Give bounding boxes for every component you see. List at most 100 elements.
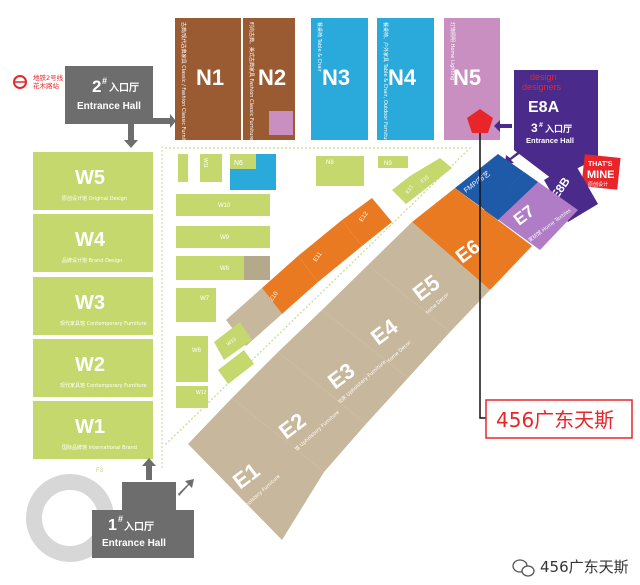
entrance-hall-1-cn: 入口厅 [124,521,154,533]
hall-W13[interactable]: W13 [214,322,254,384]
hall-E6-box [412,188,532,290]
hall-W13b-box [218,350,254,384]
hall-W2[interactable]: W2 现代家具馆 Contemporary Furniture [33,339,153,397]
hall-N6[interactable]: N6 [230,154,276,190]
entrance-hall-3-code: E8A [528,99,560,116]
hall-W4[interactable]: W4 品牌设计馆 Brand Design [33,214,153,272]
hall-E12[interactable]: E12 [342,198,392,246]
entrance-hall-3-number: 3 [531,121,538,135]
hall-W3-code: W3 [75,292,105,314]
location-callout[interactable]: 456广东天斯 [467,109,633,439]
hall-E15[interactable]: E15 [410,158,452,190]
hall-E7[interactable]: E7 家纺馆 Home Textiles [484,172,578,250]
hall-E7-stripe [484,172,538,220]
metro-marker: 地铁2号线 花木路站 [13,73,64,90]
hall-E11-code: E11 [313,251,324,263]
hall-N4[interactable]: N4 餐桌椅、户外家具 Table & Chair, Outdoor Furni… [377,18,434,144]
hall-N3[interactable]: N3 餐桌椅 Table & Chair [311,18,368,140]
hall-W6[interactable]: W6 [176,336,208,382]
hall-N9-box [378,156,408,168]
hall-E3-box [278,310,408,424]
hall-E10-code: E10 [269,290,280,303]
hall-N4-code: N4 [388,65,417,90]
watermark: 456广东天斯 [512,558,629,577]
callout-box [485,399,633,439]
hall-N1[interactable]: N1 古典/现代古典家具 Classic / Fashion Classic F… [175,18,241,149]
hall-W4-code: W4 [75,229,106,251]
hall-W4-desc: 品牌设计馆 Brand Design [62,257,122,264]
hall-E4[interactable]: E4 家居饰品 Home Decor [322,265,450,379]
hall-W13-box [214,322,252,360]
location-marker-icon [467,109,493,133]
metro-station-label: 花木路站 [33,81,60,90]
hall-FMP-box [455,154,524,210]
hall-W9-box [176,226,270,248]
entrance-hall-2-en: Entrance Hall [77,101,141,112]
hall-W11-box [200,154,222,182]
entrance-hall-2-box [65,66,153,124]
hall-W8-corner [244,256,270,280]
hall-W8[interactable]: W8 [176,256,270,280]
hall-E4-box [322,265,450,378]
hall-E11-box [298,220,362,282]
hall-E13-code: E13 [405,184,415,195]
hall-W12-code: W12 [196,390,207,396]
f3-label: F3 [96,468,104,474]
entrance-hall-2-number: 2 [92,77,101,96]
hall-W12[interactable]: W12 [176,386,208,408]
hall-N3-code: N3 [322,65,350,90]
hall-W3-desc: 现代家具馆 Contemporary Furniture [60,320,147,327]
hall-W3-box [33,277,153,335]
entrance-hall-1[interactable]: 1 # 入口厅 Entrance Hall [92,482,194,558]
hall-W11[interactable]: W11 [178,154,222,182]
hall-E2[interactable]: E2 沙发及床垫馆 Upholstery Furniture [232,352,366,472]
hall-W1[interactable]: W1 国际品牌馆 International Brand [33,401,153,459]
hall-E12-code: E12 [359,210,370,223]
hall-W9[interactable]: W9 [176,226,270,248]
thats-mine-badge-box [581,154,621,190]
entrance-hall-3-box [514,70,598,182]
thats-mine-line2: MINE [587,169,615,181]
hall-N8-code: N8 [326,160,334,166]
hall-E13[interactable]: E13 [392,176,424,204]
hall-E11[interactable]: E11 [298,220,362,282]
entrance-hall-2-hash: # [102,76,107,86]
entrance-hall-3[interactable]: design designers E8A 3 # 入口厅 Entrance Ha… [514,70,598,182]
hall-N6-tab [230,154,256,169]
hall-N2-code: N2 [258,65,286,90]
hall-E10[interactable]: E10 [262,256,318,314]
arrow-up-right-icon [178,479,194,496]
hall-W6-box [176,336,208,382]
watermark-text: 456广东天斯 [540,558,629,576]
hall-E10-box [262,256,318,314]
design-badge-line2: designers [522,82,562,92]
hall-N1-box [175,18,241,140]
hall-N2[interactable]: N2 时尚古典、美式古典家具 Fashion Classic Furniture [243,18,295,140]
hall-E15-box [410,158,452,190]
hall-W10[interactable]: W10 [176,194,270,216]
thats-mine-line1: THAT'S [588,161,613,168]
hall-W10-code: W10 [218,203,231,209]
entrance-hall-1-en: Entrance Hall [102,538,166,549]
hall-N1-desc: 古典/现代古典家具 Classic / Fashion Classic Furn… [180,22,187,149]
hall-E13-box [392,176,424,204]
hall-W4-box [33,214,153,272]
hall-E1-box [188,398,324,540]
hall-W3[interactable]: W3 现代家具馆 Contemporary Furniture [33,277,153,335]
entrance-hall-1-hash: # [118,514,123,524]
hall-N8[interactable]: N8 [316,156,364,186]
hall-W7[interactable]: W7 [176,288,216,322]
design-badge-line1: design [530,72,557,82]
entrance-hall-2[interactable]: 2 # 入口厅 Entrance Hall [65,66,153,124]
wechat-icon-bubble [521,565,535,577]
hall-N9-code: N9 [384,161,392,167]
hall-W5[interactable]: W5 原创设计馆 Original Design [33,152,153,210]
arrow-down-left-icon [505,150,522,164]
hall-N3-desc: 餐桌椅 Table & Chair [316,22,323,73]
entrance-hall-3-en: Entrance Hall [526,136,574,145]
hall-W1-code: W1 [75,416,105,438]
hall-E8B-box [544,162,598,222]
hall-E15-code: E15 [420,174,431,184]
hall-N9[interactable]: N9 [378,156,408,168]
